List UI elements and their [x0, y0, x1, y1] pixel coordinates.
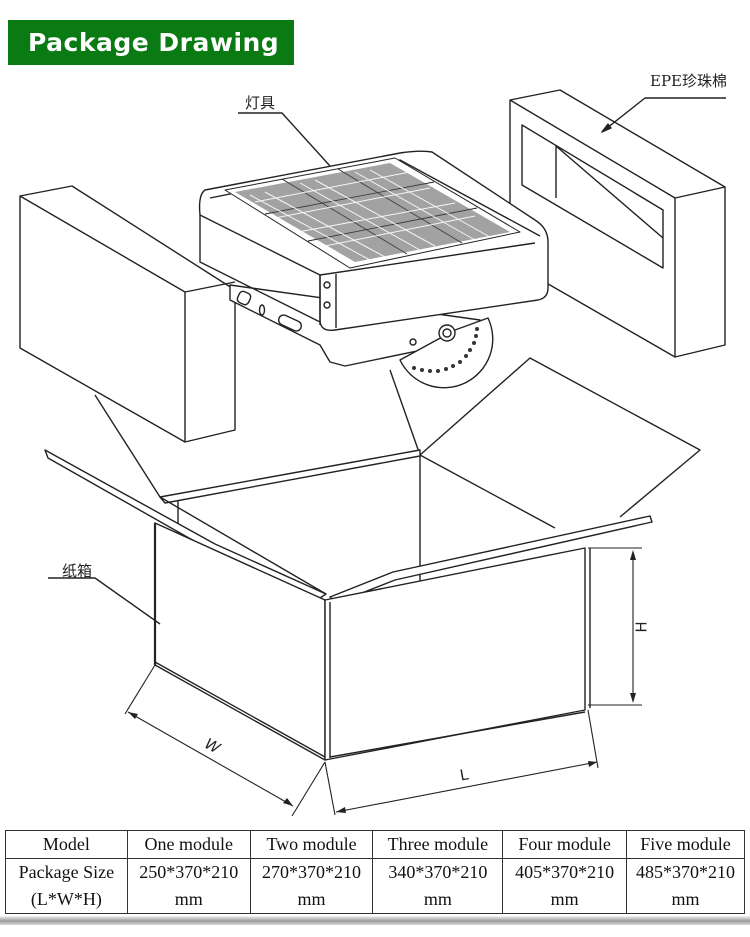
table-row: Package Size (L*W*H) 250*370*210 mm 270*3…: [5, 858, 745, 914]
size-value: 405*370*210: [515, 862, 615, 882]
row-header-package-size: Package Size (L*W*H): [5, 858, 128, 914]
table-header-row: Model One module Two module Three module…: [5, 830, 745, 859]
page-title: Package Drawing: [8, 20, 294, 65]
table-cell: 405*370*210 mm: [502, 858, 628, 914]
fixture-callout-label: 灯具: [245, 94, 276, 112]
epe-foam-callout-label: EPE珍珠棉: [650, 72, 727, 90]
table-cell: 485*370*210 mm: [626, 858, 745, 914]
carton-box: [44, 357, 701, 761]
table-cell: 250*370*210 mm: [126, 858, 251, 914]
row-header-line: Package Size: [18, 862, 115, 882]
column-header: Five module: [626, 830, 745, 859]
row-header-model: Model: [5, 830, 128, 859]
unit-label: mm: [174, 889, 203, 909]
height-dimension-label: H: [632, 621, 651, 633]
unit-label: mm: [550, 889, 579, 909]
table-cell: 270*370*210 mm: [249, 858, 374, 914]
column-header: Four module: [502, 830, 628, 859]
dimension-lines: [124, 547, 642, 817]
row-header-line: (L*W*H): [30, 889, 102, 909]
left-foam-block: [19, 185, 236, 443]
unit-label: mm: [297, 889, 326, 909]
size-value: 340*370*210: [388, 862, 488, 882]
size-value: 270*370*210: [262, 862, 362, 882]
column-header: Three module: [372, 830, 504, 859]
size-value: 485*370*210: [636, 862, 736, 882]
light-fixture: [198, 112, 549, 389]
column-header: One module: [126, 830, 251, 859]
package-exploded-drawing: [19, 89, 726, 817]
package-size-table: Model One module Two module Three module…: [5, 830, 745, 914]
unit-label: mm: [423, 889, 452, 909]
column-header: Two module: [249, 830, 374, 859]
carton-callout-label: 纸箱: [62, 562, 93, 580]
size-value: 250*370*210: [139, 862, 239, 882]
table-cell: 340*370*210 mm: [372, 858, 504, 914]
unit-label: mm: [671, 889, 700, 909]
right-foam-block: [509, 89, 726, 358]
bottom-shadow-divider: [0, 916, 750, 925]
